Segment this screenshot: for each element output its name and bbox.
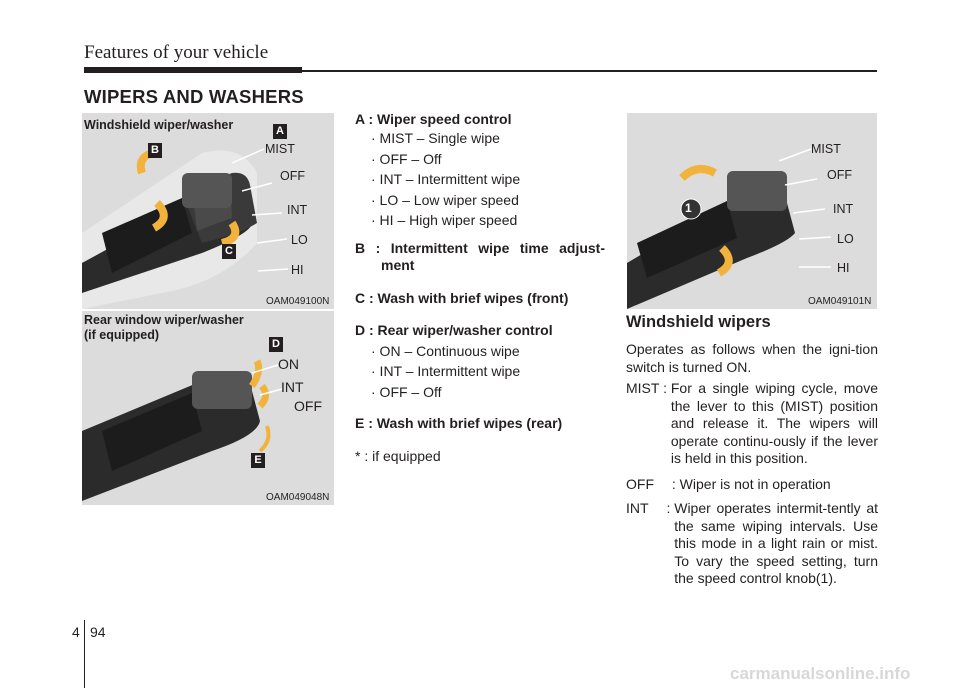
legend-d-item: · OFF – Off (371, 383, 442, 400)
callout-a: A (273, 124, 287, 139)
windshield-title: Windshield wipers (626, 313, 771, 331)
windshield-lever-illustration (82, 148, 289, 309)
legend-d-item: · ON – Continuous wipe (371, 342, 520, 359)
def-term: MIST : (626, 380, 671, 396)
page-divider (84, 620, 85, 688)
header-rule (84, 67, 302, 73)
figure2-caption-line1: Rear window wiper/washer (84, 313, 244, 327)
callout-e: E (251, 453, 265, 468)
watermark-site: carmanualsonline.info (730, 664, 911, 683)
figure-rear-wiper: D E ON INT OFF (82, 311, 334, 505)
knob-number: 1 (685, 201, 692, 215)
label-off: OFF (294, 398, 322, 414)
legend-note: * : if equipped (355, 448, 441, 464)
header-rule-thin (302, 70, 877, 72)
label-hi: HI (837, 261, 850, 275)
label-off: OFF (827, 168, 852, 182)
legend-b: B : Intermittent wipe time adjust-ment (355, 239, 605, 273)
figure2-code: OAM049048N (266, 492, 330, 503)
legend-a-item: · HI – High wiper speed (371, 212, 518, 228)
label-mist: MIST (265, 142, 295, 156)
label-lo: LO (837, 232, 854, 246)
figure1-caption: Windshield wiper/washer (84, 118, 234, 132)
legend-a: A : Wiper speed control (355, 111, 512, 127)
figure-speed-knob: 1 MIST OFF INT LO HI (627, 113, 877, 309)
def-off: OFF : Wiper is not in operation (626, 476, 878, 494)
label-lo: LO (291, 233, 308, 247)
legend-c: C : Wash with brief wipes (front) (355, 289, 569, 306)
def-int: INT : Wiper operates intermit-tently at … (626, 500, 878, 588)
legend-d-item: · INT – Intermittent wipe (371, 363, 521, 379)
header-title: Features of your vehicle (84, 42, 269, 63)
label-hi: HI (291, 263, 304, 277)
label-int: INT (281, 379, 304, 395)
legend-a-item: · MIST – Single wipe (371, 130, 500, 146)
legend-a-item: · LO – Low wiper speed (371, 191, 519, 208)
figure2-caption: Rear window wiper/washer (if equipped) (84, 313, 244, 343)
label-mist: MIST (811, 142, 841, 156)
figure-windshield-wiper: A B C MIST OFF INT LO HI (82, 113, 334, 309)
def-mist: MIST : For a single wiping cycle, move t… (626, 380, 878, 468)
figure3-code: OAM049101N (808, 296, 872, 307)
legend-a-item: · OFF – Off (371, 150, 442, 167)
legend-e: E : Wash with brief wipes (rear) (355, 415, 563, 431)
legend-d: D : Rear wiper/washer control (355, 321, 553, 338)
callout-c: C (222, 244, 236, 259)
windshield-intro: Operates as follows when the igni-tion s… (626, 341, 878, 375)
speed-knob-illustration (627, 148, 832, 309)
callout-b: B (148, 143, 162, 158)
chapter-number: 4 (72, 624, 80, 640)
def-term: INT : (626, 500, 675, 516)
def-term: OFF : (626, 475, 680, 492)
section-title: WIPERS AND WASHERS (84, 86, 304, 107)
def-desc: Wiper is not in operation (679, 475, 831, 492)
label-int: INT (287, 203, 308, 217)
control-legend: A : Wiper speed control · MIST – Single … (355, 111, 605, 464)
figure1-code: OAM049100N (266, 296, 330, 307)
page-number: 94 (90, 624, 106, 640)
windshield-section: Windshield wipers Operates as follows wh… (626, 313, 878, 588)
def-desc: Wiper operates intermit-tently at the sa… (674, 500, 878, 586)
label-int: INT (833, 202, 854, 216)
callout-d: D (269, 337, 283, 352)
rear-lever-illustration (82, 359, 283, 501)
label-on: ON (278, 356, 299, 372)
def-desc: For a single wiping cycle, move the leve… (670, 380, 878, 466)
label-off: OFF (280, 169, 305, 183)
legend-a-item: · INT – Intermittent wipe (371, 171, 521, 187)
figure2-caption-line2: (if equipped) (84, 328, 159, 342)
